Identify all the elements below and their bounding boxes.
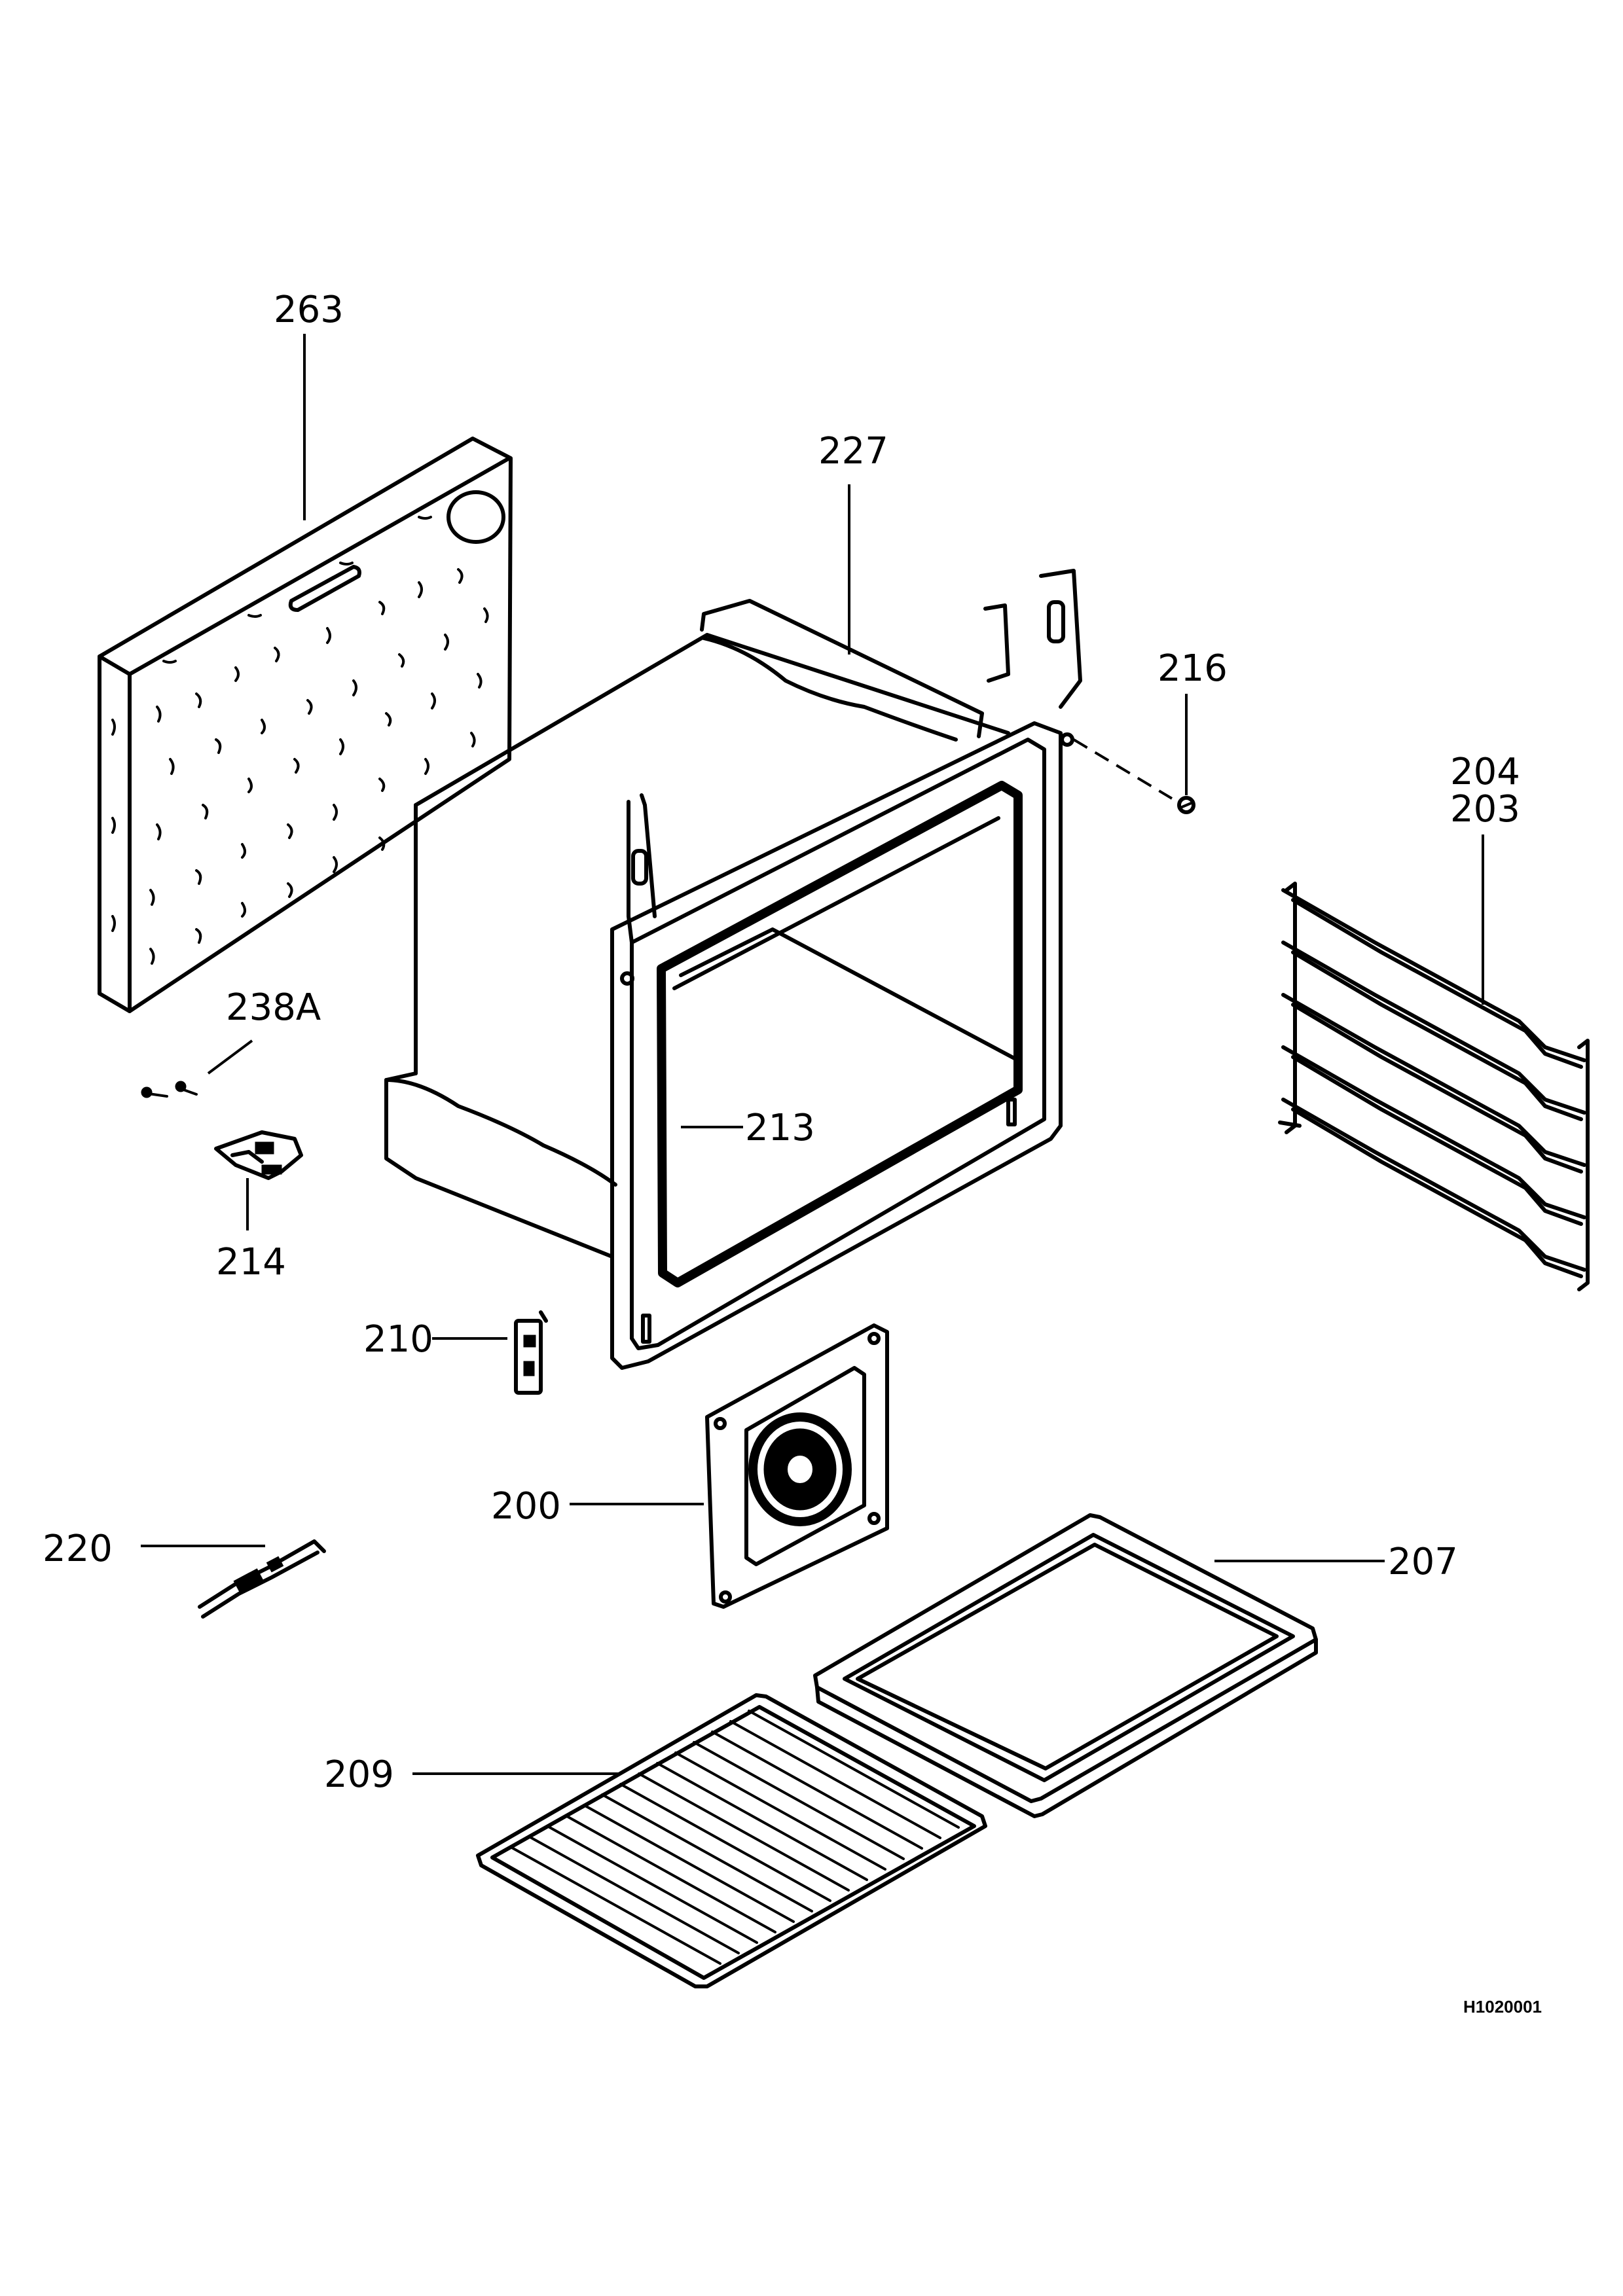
- side-runner-rack: [1278, 882, 1590, 1291]
- callout-209: 209: [324, 1753, 394, 1796]
- screws-238a: [141, 1081, 198, 1098]
- callout-213: 213: [745, 1107, 815, 1149]
- callout-204: 204: [1450, 751, 1520, 793]
- callout-227: 227: [818, 430, 888, 473]
- callout-220: 220: [43, 1528, 113, 1570]
- drawing-code: H1020001: [1463, 1997, 1542, 2017]
- leader-238a: [207, 1039, 253, 1075]
- callout-216: 216: [1158, 647, 1228, 690]
- callout-238a: 238A: [226, 986, 321, 1029]
- callout-207: 207: [1388, 1541, 1458, 1583]
- callout-214: 214: [216, 1241, 286, 1283]
- latch-bracket-214: [214, 1130, 303, 1180]
- sensor-220: [198, 1539, 326, 1619]
- callout-263: 263: [274, 289, 344, 331]
- callout-210: 210: [363, 1318, 433, 1361]
- wire-shelf-209: [476, 1693, 987, 1988]
- switch-210: [514, 1310, 548, 1395]
- screw-216: [1072, 738, 1195, 814]
- baking-tray-207: [813, 1513, 1318, 1818]
- callout-200: 200: [491, 1485, 561, 1528]
- fan-cover-200: [705, 1323, 889, 1609]
- callout-203: 203: [1450, 788, 1520, 831]
- oven-cavity: [384, 569, 1082, 1370]
- insulation-panel: [98, 437, 513, 1013]
